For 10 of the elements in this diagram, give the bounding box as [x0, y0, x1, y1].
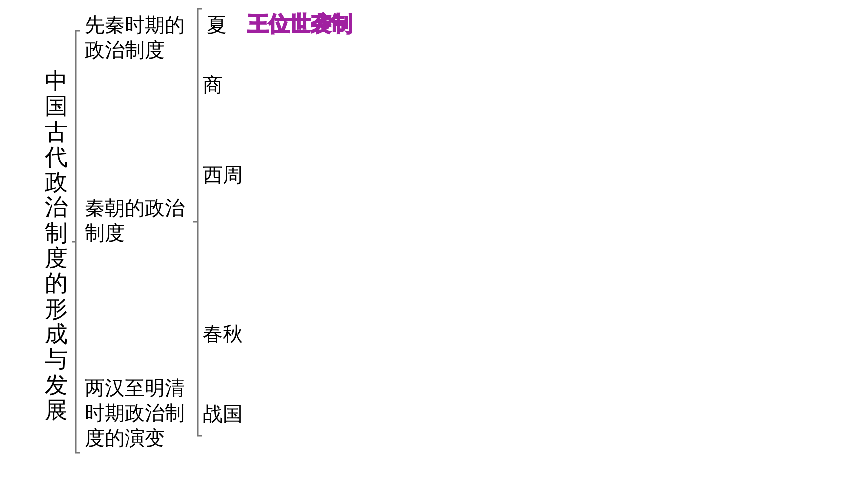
category-label: 两汉至明清时期政治制度的演变 [85, 376, 186, 451]
dynasty-label: 战国 [203, 402, 243, 427]
dynasty-label: 西周 [203, 163, 243, 188]
dynasty-label: 夏 [207, 13, 227, 38]
dynasty-label: 春秋 [203, 322, 243, 347]
highlight-label: 王位世袭制 [248, 12, 353, 37]
vertical-heading: 中国古代政治制度的形成与发展 [45, 70, 68, 424]
dynasty-label: 商 [203, 73, 223, 98]
category-label: 秦朝的政治制度 [85, 196, 186, 246]
category-label: 先秦时期的政治制度 [85, 13, 186, 63]
